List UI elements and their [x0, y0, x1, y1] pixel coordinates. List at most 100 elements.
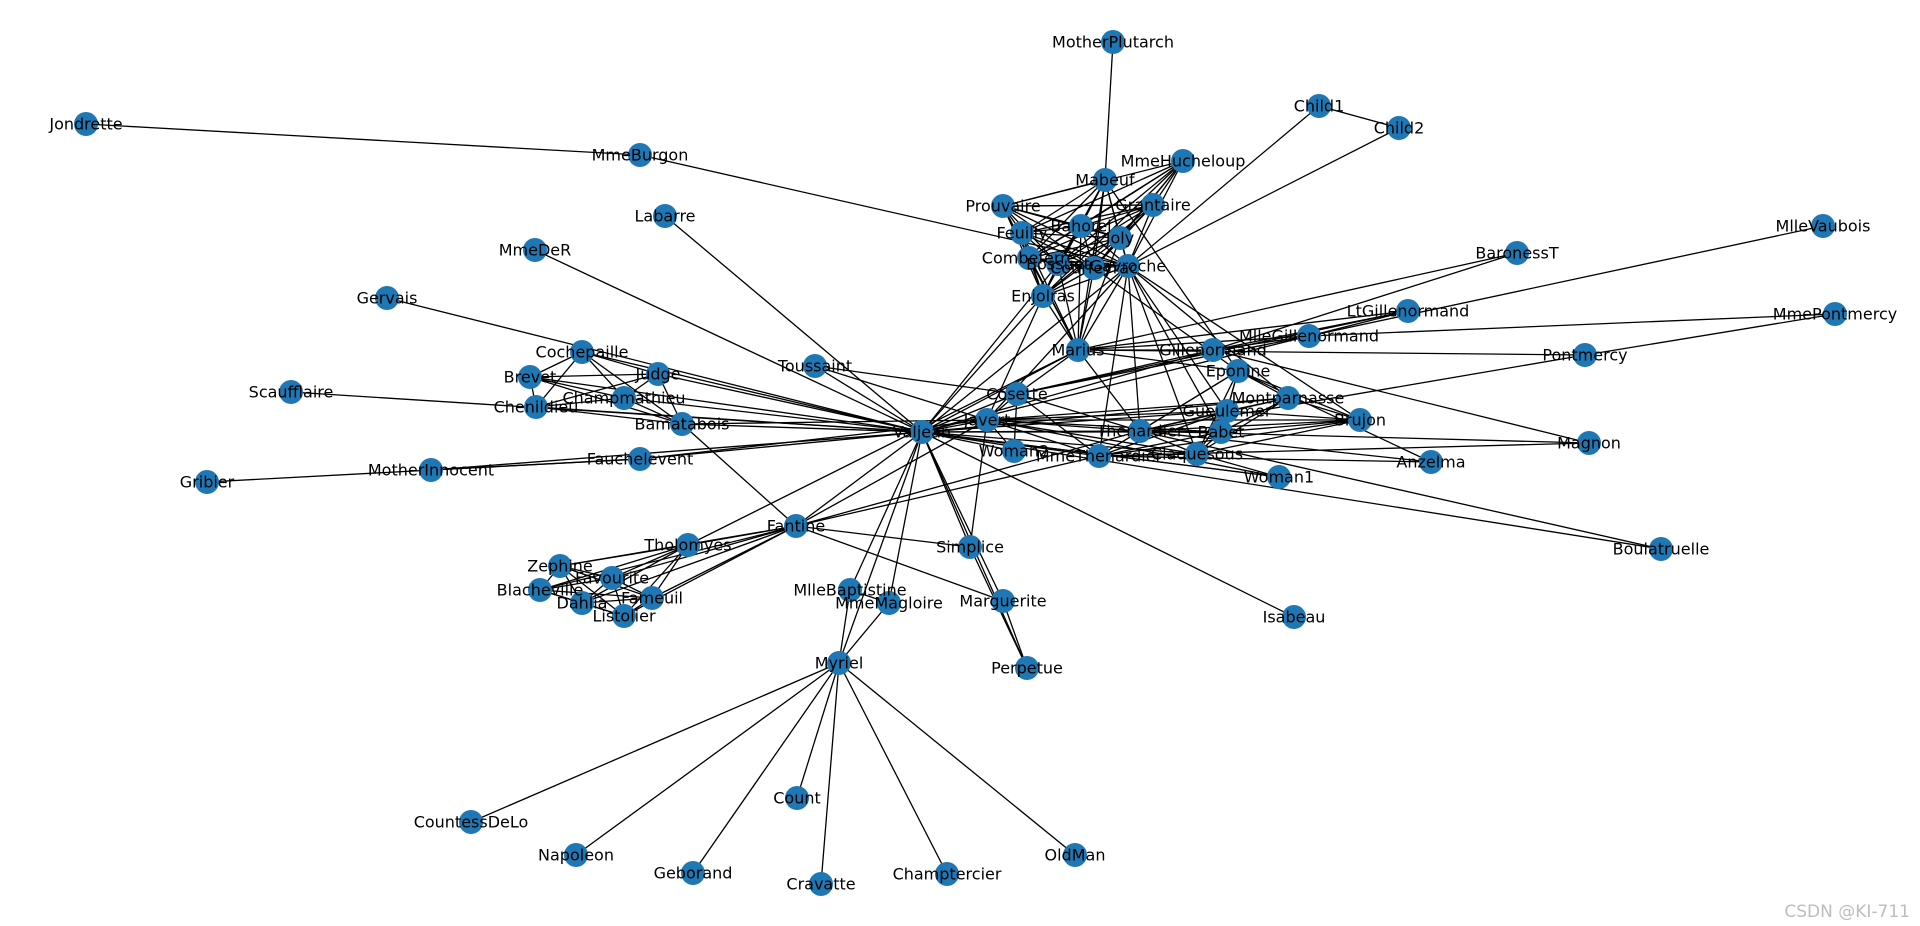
- node-mme-hucheloup: [1171, 149, 1195, 173]
- node-label-child2: Child2: [1374, 119, 1425, 138]
- node-label-cosette: Cosette: [986, 385, 1048, 404]
- node-mme-magloire: [877, 591, 901, 615]
- edge-mme-thenardier-anzelma: [1098, 455, 1432, 463]
- edge-judge-chenildieu: [535, 373, 659, 408]
- edge-courfeyrac-marius: [1077, 267, 1095, 351]
- node-zephine: [548, 554, 572, 578]
- node-label-mme-magloire: MmeMagloire: [835, 594, 943, 613]
- edge-feuilly-joly: [1021, 232, 1121, 239]
- node-favourite: [600, 566, 624, 590]
- node-judge: [646, 362, 670, 386]
- node-label-enjolras: Enjolras: [1011, 287, 1075, 306]
- node-countess-de-lo: [459, 810, 483, 834]
- node-label-old-man: OldMan: [1045, 846, 1106, 865]
- watermark: CSDN @KI-711: [1784, 902, 1910, 922]
- edge-cochepaille-valjean: [581, 351, 923, 433]
- node-label-cochepaille: Cochepaille: [536, 343, 629, 362]
- edge-gueulemer-javert: [986, 410, 1228, 421]
- edge-toussaint-javert: [814, 365, 988, 421]
- node-label-listolier: Listolier: [592, 607, 655, 626]
- edge-valjean-mother-innocent: [430, 431, 923, 471]
- edge-valjean-claquesous: [921, 431, 1198, 455]
- edge-brevet-champmathieu: [529, 376, 625, 399]
- node-label-perpetue: Perpetue: [991, 659, 1063, 678]
- node-cochepaille: [570, 340, 594, 364]
- edge-valjean-boulatruelle: [921, 431, 1662, 550]
- edge-bamatabois-javert: [681, 419, 988, 425]
- node-mme-pontmercy: [1823, 302, 1847, 326]
- edge-mme-pontmercy-pontmercy: [1584, 313, 1836, 356]
- node-label-magnon: Magnon: [1557, 434, 1621, 453]
- edge-fantine-favourite: [611, 525, 797, 579]
- node-eponine: [1226, 359, 1250, 383]
- edge-tholomyes-favourite: [611, 544, 689, 579]
- edge-marius-tholomyes: [687, 349, 1079, 546]
- edge-myriel-countess-de-lo: [470, 662, 840, 823]
- edge-enjolras-javert: [986, 295, 1044, 421]
- edge-brujon-babet: [1220, 419, 1361, 433]
- node-lt-gillenormand: [1396, 299, 1420, 323]
- node-tholomyes: [676, 533, 700, 557]
- node-cosette: [1005, 382, 1029, 406]
- edge-javert-claquesous: [986, 419, 1198, 455]
- edge-gavroche-marius: [1077, 265, 1129, 351]
- node-label-jondrette: Jondrette: [48, 115, 122, 134]
- edge-layer: [85, 41, 1836, 885]
- node-cravatte: [809, 872, 833, 896]
- edge-myriel-napoleon: [575, 662, 840, 856]
- edge-montparnasse-javert: [986, 397, 1289, 421]
- node-marguerite: [991, 589, 1015, 613]
- node-label-marguerite: Marguerite: [959, 592, 1046, 611]
- node-label-champtercier: Champtercier: [893, 865, 1002, 884]
- node-anzelma: [1419, 450, 1443, 474]
- node-mlle-baptistine: [838, 578, 862, 602]
- node-magnon: [1577, 431, 1601, 455]
- node-label-fameuil: Fameuil: [621, 589, 683, 608]
- node-child1: [1307, 94, 1331, 118]
- node-label-favourite: Favourite: [575, 569, 649, 588]
- edge-brevet-judge: [529, 373, 659, 378]
- edge-fantine-dahlia: [581, 525, 797, 604]
- node-label-mlle-gillenormand: MlleGillenormand: [1239, 327, 1379, 346]
- node-label-count: Count: [773, 789, 821, 808]
- node-label-claquesous: Claquesous: [1151, 445, 1243, 464]
- edge-scaufflaire-valjean: [290, 391, 923, 433]
- edge-thenardier-fantine: [795, 430, 1141, 527]
- edge-mabeuf-prouvaire: [1002, 179, 1106, 207]
- node-label-mme-pontmercy: MmePontmercy: [1773, 305, 1897, 324]
- node-listolier: [612, 604, 636, 628]
- node-label-mme-hucheloup: MmeHucheloup: [1121, 152, 1246, 171]
- edge-jondrette-mme-burgon: [85, 123, 641, 156]
- edge-cochepaille-bamatabois: [581, 351, 683, 425]
- edge-babet-mme-thenardier: [1098, 431, 1222, 457]
- edge-baroness-t-marius: [1077, 252, 1518, 351]
- node-label-simplice: Simplice: [936, 538, 1004, 557]
- node-gueulemer: [1215, 399, 1239, 423]
- edge-bossuet-marius: [1057, 263, 1079, 351]
- node-gribier: [195, 470, 219, 494]
- node-label-mme-thenardier: MmeThenardier: [1036, 447, 1163, 466]
- node-prouvaire: [991, 194, 1015, 218]
- edge-valjean-woman2: [921, 431, 1015, 452]
- node-label-mother-plutarch: MotherPlutarch: [1052, 33, 1174, 52]
- node-labarre: [653, 204, 677, 228]
- edge-gavroche-enjolras: [1042, 265, 1129, 297]
- node-label-gribier: Gribier: [180, 473, 235, 492]
- node-fantine: [784, 514, 808, 538]
- node-mother-plutarch: [1101, 30, 1125, 54]
- edge-gavroche-valjean: [921, 265, 1129, 433]
- edge-mlle-vaubois-mlle-gillenormand: [1308, 225, 1824, 337]
- edge-judge-valjean: [657, 373, 923, 433]
- node-label-mother-innocent: MotherInnocent: [368, 461, 494, 480]
- edge-prouvaire-grantaire: [1002, 204, 1154, 207]
- edge-thenardier-boulatruelle: [1139, 430, 1662, 550]
- edge-child1-gavroche: [1127, 105, 1320, 267]
- edge-fantine-blacheville: [539, 525, 797, 591]
- node-label-bossuet: Bossuet: [1026, 255, 1090, 274]
- node-label-countess-de-lo: CountessDeLo: [414, 813, 529, 832]
- node-claquesous: [1185, 442, 1209, 466]
- edge-champmathieu-valjean: [623, 397, 923, 433]
- edge-myriel-count: [796, 662, 840, 799]
- node-courfeyrac: [1082, 256, 1106, 280]
- edge-child1-child2: [1318, 105, 1400, 129]
